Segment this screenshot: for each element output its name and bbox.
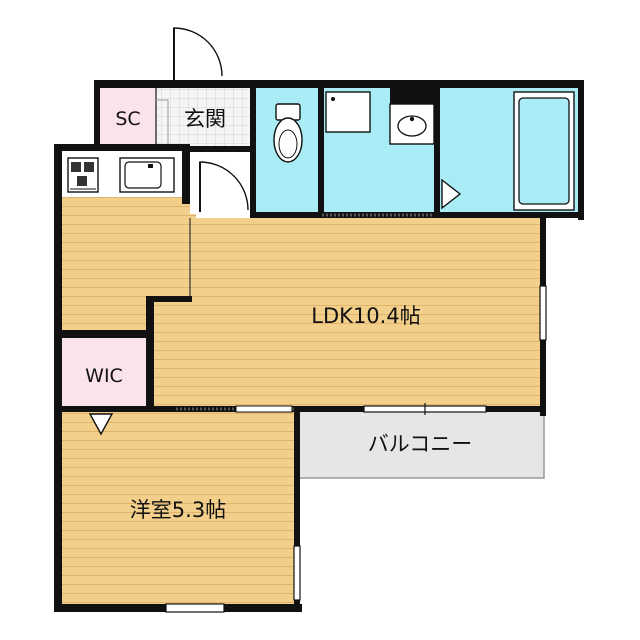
wic-label: WIC (85, 365, 123, 387)
bathtub-icon (513, 91, 575, 211)
genkan-label: 玄関 (184, 107, 226, 131)
balcony-area (295, 409, 545, 479)
washing-machine-pan-icon (325, 91, 371, 133)
yoshitsu-floor (62, 410, 296, 608)
wic-door-icon (88, 413, 114, 436)
yoshitsu-label: 洋室5.3帖 (130, 498, 226, 522)
wic-floor (62, 338, 148, 410)
balcony-label: バルコニー (368, 432, 473, 456)
sc-label: SC (115, 108, 140, 130)
stove-icon (67, 157, 99, 193)
kitchen-sink-icon (119, 157, 175, 193)
toilet-icon (273, 103, 303, 163)
windows (165, 285, 547, 613)
front-door (173, 27, 223, 80)
sc-floor (100, 88, 156, 144)
genkan-step (156, 99, 169, 144)
ldk-label: LDK10.4帖 (311, 304, 420, 328)
sliding-doors (176, 213, 432, 413)
wash-basin-icon (389, 103, 435, 145)
genkan-tile (156, 88, 252, 146)
bath-door-icon (441, 178, 462, 210)
hall-door (199, 161, 249, 212)
ldk-floor (62, 197, 540, 410)
